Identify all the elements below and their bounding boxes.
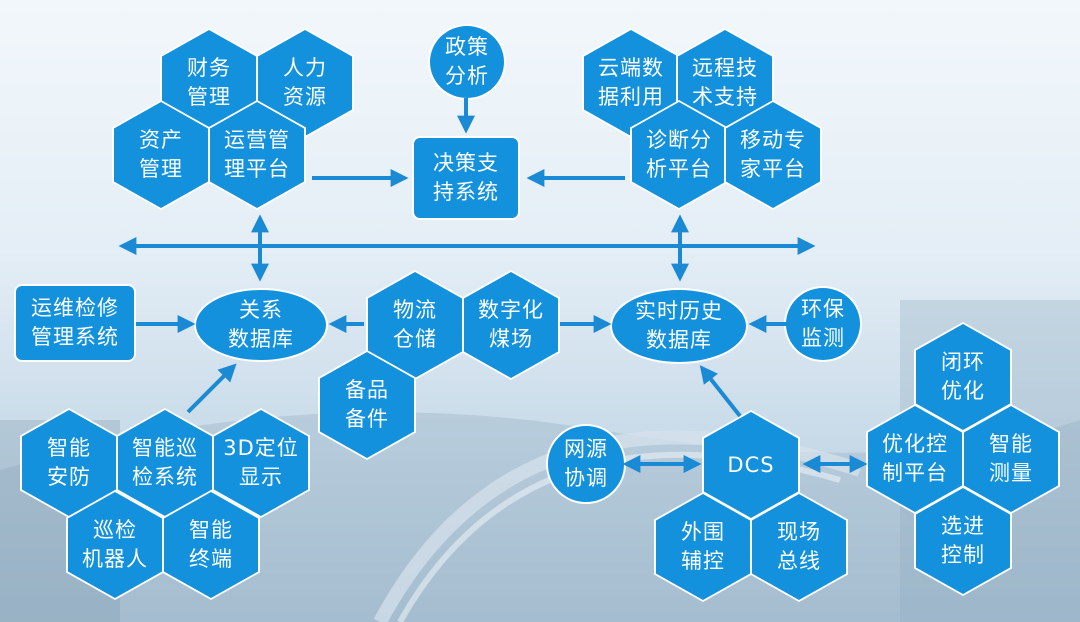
hex-ops-platform-label: 运营管 理平台 [224, 128, 290, 181]
hex-cloud-data-label: 云端数 据利用 [598, 56, 664, 109]
hex-smart-security-label: 智能 安防 [47, 436, 91, 489]
hex-mobile-expert-label: 移动专 家平台 [740, 128, 806, 181]
box-maintenance-system-label: 运维检修 管理系统 [31, 296, 119, 349]
hex-patrol-robot-label: 巡检 机器人 [82, 518, 148, 571]
ellipse-relational-db-label: 关系 数据库 [228, 298, 294, 351]
box-decision-support-label: 决策支 持系统 [433, 151, 499, 204]
box-decision-support: 决策支 持系统 [412, 136, 520, 220]
hex-smart-terminal-label: 智能 终端 [189, 518, 233, 571]
hex-dcs-label: DCS [727, 452, 775, 477]
hex-3d-location: 3D定位 显示 [212, 408, 310, 518]
hex-logistics-label: 物流 仓储 [393, 298, 437, 351]
circle-policy-analysis: 政策 分析 [428, 24, 506, 100]
arrow-patrol-to-reldb [186, 363, 237, 414]
circle-grid-coordination: 网源 协调 [546, 424, 626, 504]
ellipse-realtime-db-label: 实时历史 数据库 [635, 299, 723, 352]
circle-policy-analysis-label: 政策 分析 [445, 35, 489, 88]
ellipse-realtime-db: 实时历史 数据库 [610, 288, 748, 364]
hex-hr: 人力 资源 [256, 28, 354, 138]
hex-smart-patrol-label: 智能巡 检系统 [132, 436, 198, 489]
hex-digital-coal-label: 数字化 煤场 [478, 298, 544, 351]
hex-peripheral-aux: 外围 辅控 [654, 492, 752, 602]
hex-hr-label: 人力 资源 [283, 56, 327, 109]
box-maintenance-system: 运维检修 管理系统 [14, 284, 136, 362]
arrow-dcs-to-rtdb [699, 365, 742, 418]
hex-3d-location-label: 3D定位 显示 [223, 436, 299, 489]
hex-spare-parts-label: 备品 备件 [345, 378, 389, 431]
hex-digital-coal: 数字化 煤场 [462, 270, 560, 380]
circle-grid-coordination-label: 网源 协调 [564, 437, 608, 490]
hex-spare-parts: 备品 备件 [318, 350, 416, 460]
hex-diagnosis-label: 诊断分 析平台 [646, 128, 712, 181]
circle-env-monitor-label: 环保 监测 [801, 297, 845, 350]
hex-closed-loop-label: 闭环 优化 [941, 350, 985, 403]
hex-opt-control-label: 优化控 制平台 [882, 432, 948, 485]
hex-remote-support-label: 远程技 术支持 [692, 56, 758, 109]
hex-select-control-label: 选进 控制 [941, 514, 985, 567]
circle-env-monitor: 环保 监测 [784, 286, 862, 362]
hex-asset-label: 资产 管理 [139, 128, 183, 181]
hex-smart-measure-label: 智能 测量 [989, 432, 1033, 485]
hex-peripheral-aux-label: 外围 辅控 [681, 520, 725, 573]
hex-fieldbus-label: 现场 总线 [777, 520, 821, 573]
ellipse-relational-db: 关系 数据库 [194, 288, 328, 362]
hex-finance-label: 财务 管理 [187, 56, 231, 109]
